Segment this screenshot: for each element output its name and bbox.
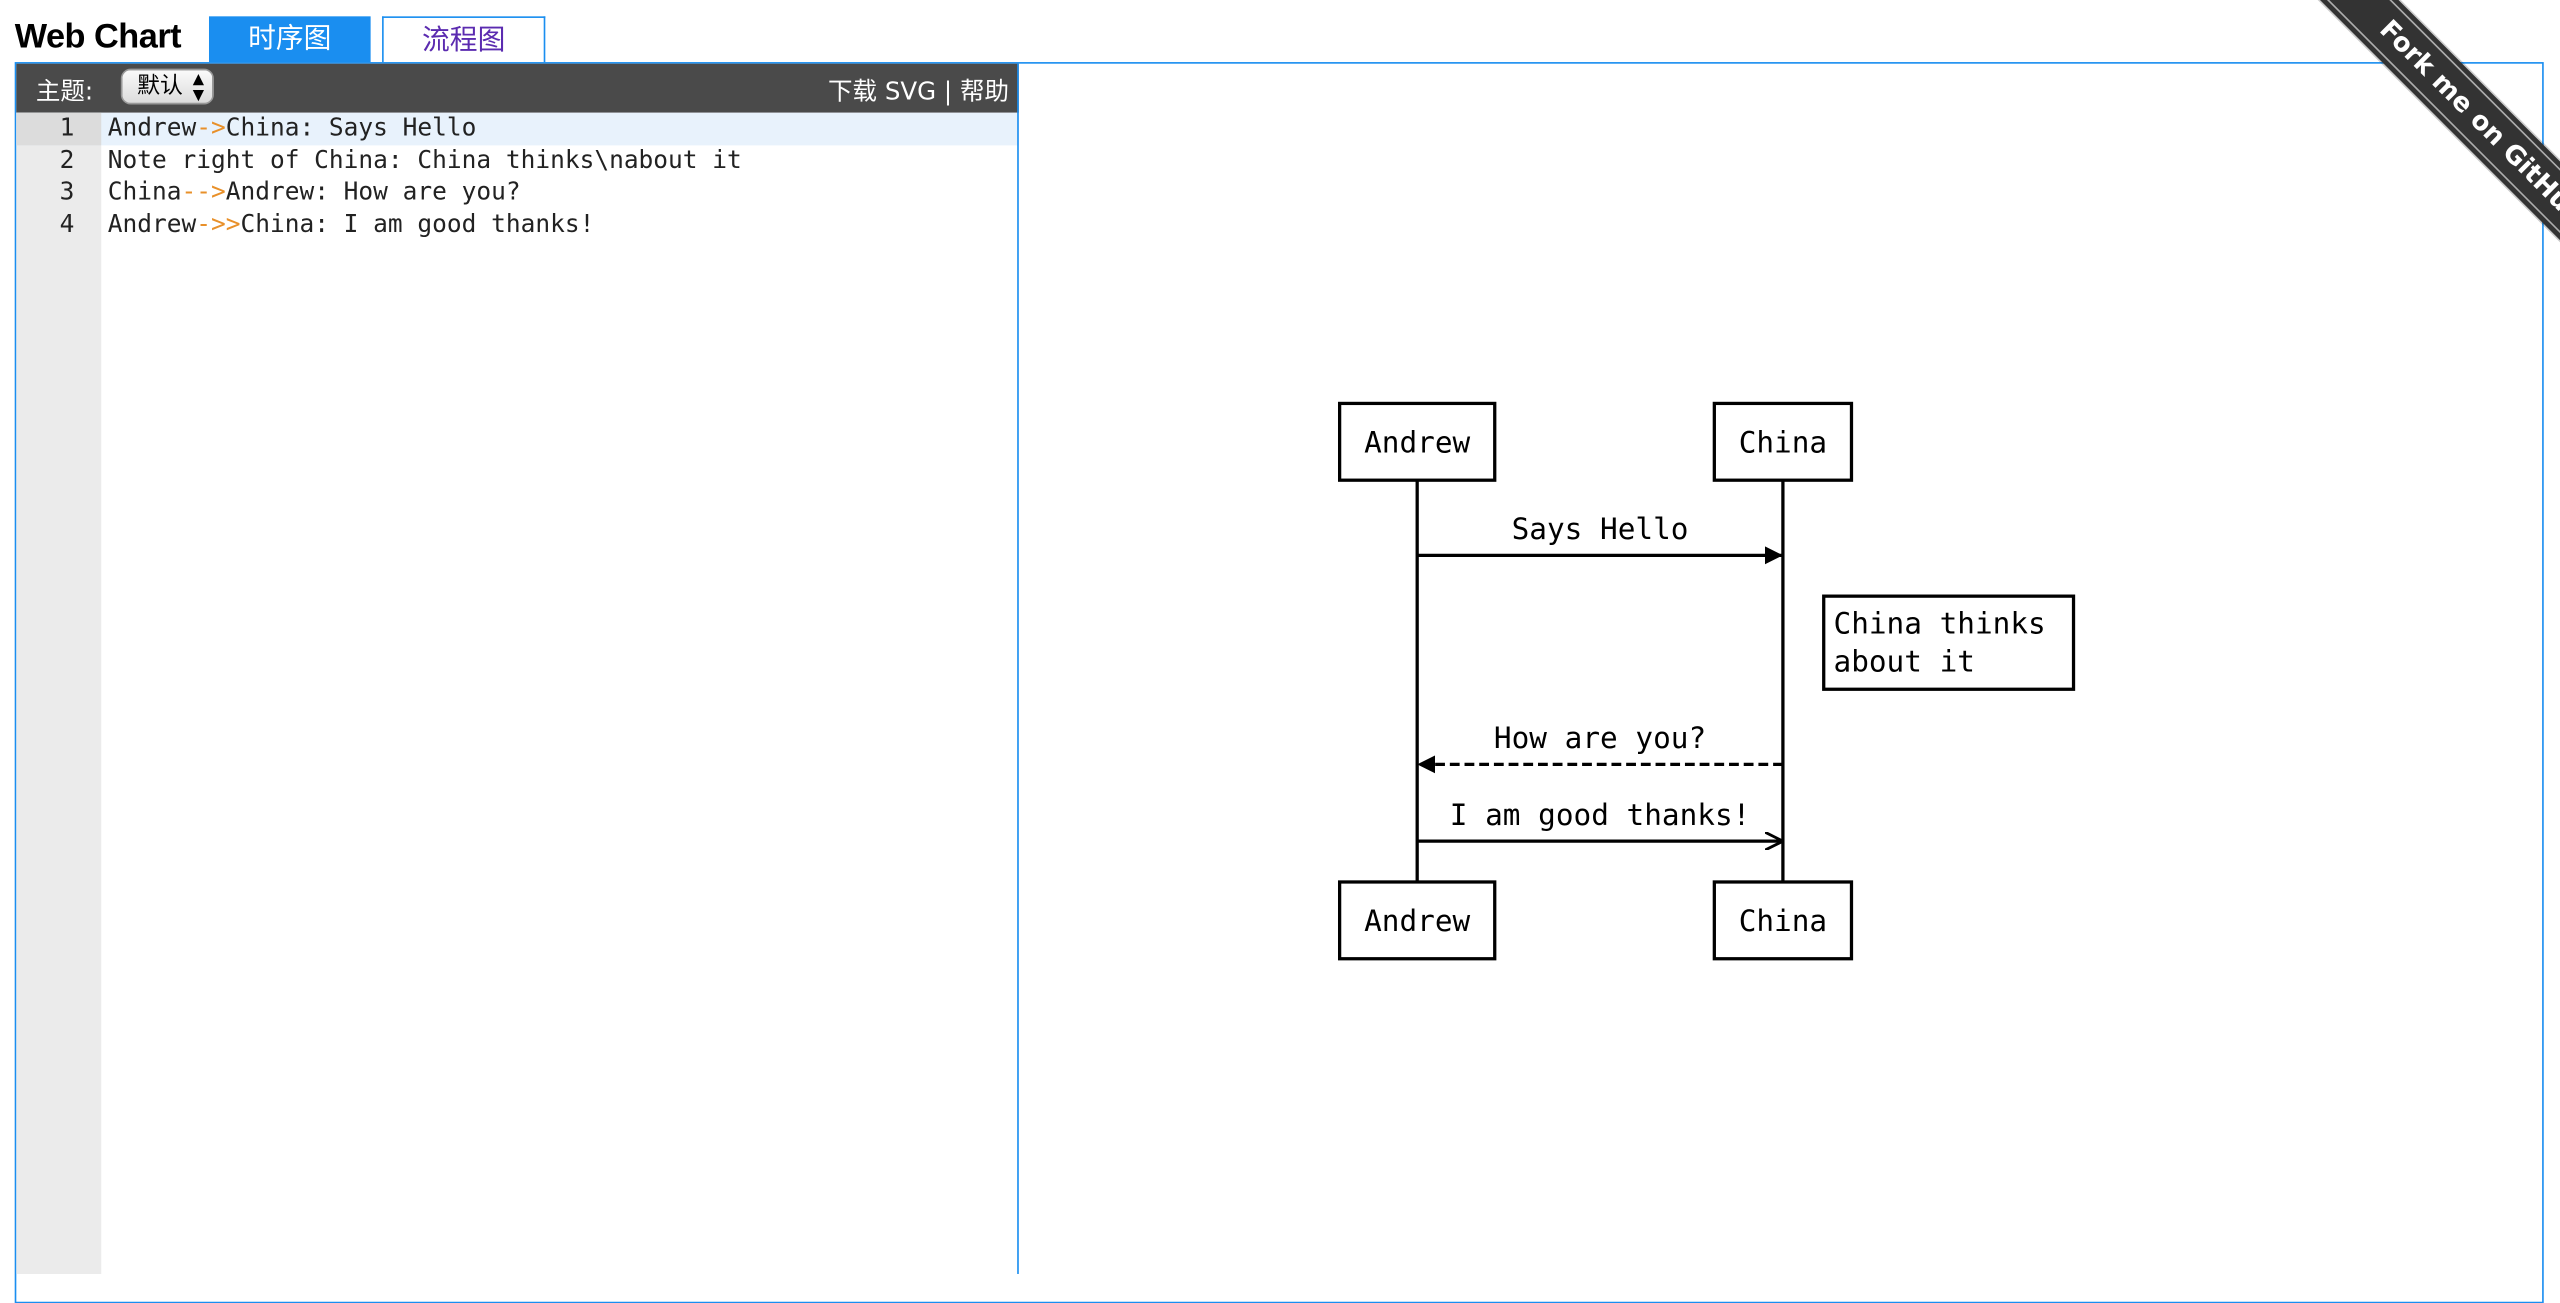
line-number-gutter	[16, 112, 102, 1274]
line-content: Note right of China: China thinks\nabout…	[108, 145, 742, 177]
fork-me-ribbon[interactable]: Fork me on GitHub	[2311, 0, 2560, 293]
pane-divider[interactable]	[1017, 63, 1019, 1274]
participant-label: Andrew	[1364, 425, 1470, 459]
note-text: China thinks	[1834, 607, 2046, 641]
arrow-token: ->>	[196, 208, 241, 238]
line-content: Andrew->>China: I am good thanks!	[108, 208, 595, 240]
participant-label: China	[1739, 904, 1827, 938]
code-token: Andrew: How are you?	[225, 176, 521, 206]
participant-box	[1337, 880, 1497, 961]
participant-box	[1712, 401, 1854, 482]
message-label: How are you?	[1494, 721, 1706, 755]
code-line[interactable]: 4 Andrew->>China: I am good thanks!	[16, 208, 1018, 240]
code-token: China: I am good thanks!	[240, 208, 595, 238]
editor-toolbar: 主题: 默认 ▲▼ 下载 SVG | 帮助	[16, 63, 1019, 113]
code-token: China: Says Hello	[225, 112, 477, 143]
message-label: Says Hello	[1512, 512, 1689, 546]
help-link[interactable]: 帮助	[960, 76, 1010, 107]
theme-select[interactable]: 默认 ▲▼	[120, 68, 214, 105]
theme-select-value: 默认	[137, 73, 183, 100]
code-token: Note right of China: China thinks\nabout…	[107, 144, 742, 174]
tab-flowchart[interactable]: 流程图	[382, 16, 546, 63]
participant-box	[1337, 401, 1497, 482]
code-token: Andrew	[107, 112, 197, 143]
tab-sequence-diagram[interactable]: 时序图	[208, 16, 371, 63]
line-content: China-->Andrew: How are you?	[108, 176, 521, 208]
note-box	[1822, 594, 2076, 691]
code-token: China	[107, 176, 182, 206]
note-text: about it	[1834, 644, 1975, 678]
select-arrows-icon: ▲▼	[192, 71, 205, 105]
line-number: 3	[59, 176, 75, 206]
code-line[interactable]: 3 China-->Andrew: How are you?	[16, 176, 1018, 208]
message-label: I am good thanks!	[1450, 798, 1751, 832]
line-number: 4	[59, 208, 75, 238]
line-content: Andrew->China: Says Hello	[108, 113, 477, 145]
participant-label: China	[1739, 425, 1827, 459]
code-line[interactable]: 2 Note right of China: China thinks\nabou…	[16, 145, 1018, 177]
arrow-token: ->	[196, 112, 226, 143]
code-token: Andrew	[107, 208, 197, 238]
theme-label: 主题:	[35, 76, 94, 107]
toolbar-links: 下载 SVG | 帮助	[828, 73, 1009, 107]
line-number: 2	[59, 144, 75, 174]
download-svg-link[interactable]: 下载 SVG	[828, 76, 937, 107]
app-title: Web Chart	[14, 17, 182, 56]
arrow-token: -->	[181, 176, 226, 206]
participant-box	[1712, 880, 1854, 961]
participant-label: Andrew	[1364, 904, 1470, 938]
line-number: 1	[16, 112, 102, 145]
github-ribbon[interactable]: Fork me on GitHub	[2253, 0, 2560, 307]
toolbar-separator: |	[943, 76, 953, 107]
